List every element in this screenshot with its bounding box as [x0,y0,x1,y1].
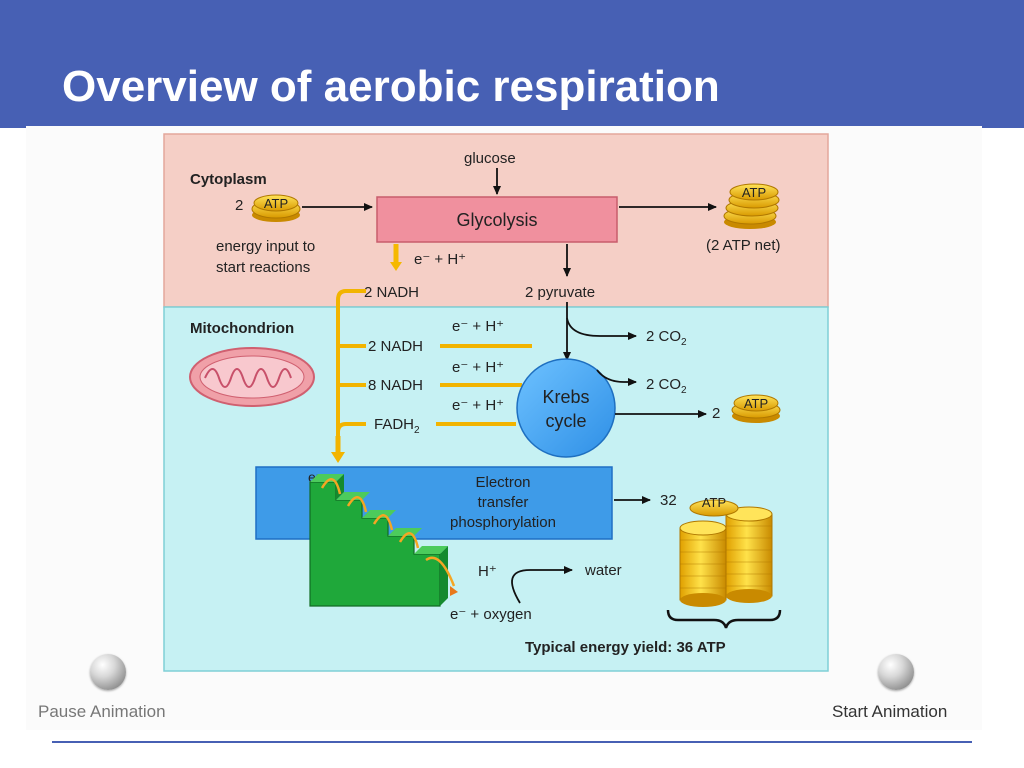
atp-input-count: 2 [235,197,243,214]
glycolysis-label: Glycolysis [456,210,537,230]
co2-label-1: 2 CO2 [646,328,687,348]
krebs-cycle-circle [516,358,616,458]
mitochondrion-icon [189,347,315,407]
mito-nadh-label-2: 8 NADH [368,377,423,394]
pause-animation-label[interactable]: Pause Animation [38,702,166,721]
pause-button-icon[interactable] [90,654,126,690]
krebs-atp-count: 2 [712,405,720,422]
footer-divider [52,741,972,743]
fadh-label: FADH2 [374,416,420,436]
svg-text:ATP: ATP [742,185,766,200]
glucose-label: glucose [464,150,516,167]
start-button-icon[interactable] [878,654,914,690]
krebs-label-2: cycle [545,411,586,431]
yield-brace [666,609,782,629]
energy-yield-label: Typical energy yield: 36 ATP [525,639,726,656]
glycolysis-box [376,196,618,243]
etp-label-2: transfer [478,494,529,511]
etp-label-3: phosphorylation [450,514,556,531]
atp-coin-stack-output: ATP [723,183,780,229]
mitochondrion-label: Mitochondrion [190,320,294,337]
electron-staircase [309,474,458,607]
atp-coin-krebs: ATP [731,394,781,423]
start-animation-button[interactable]: Start Animation [826,654,976,724]
etp-atp-count: 32 [660,492,677,509]
krebs-label-1: Krebs [542,387,589,407]
content-area: Cytoplasm Mitochondrion glucose Glycolys… [26,126,982,730]
respiration-diagram: Cytoplasm Mitochondrion glucose Glycolys… [163,133,829,672]
cytoplasm-label: Cytoplasm [190,171,267,188]
energy-input-note-2: start reactions [216,259,310,276]
atp-coin-stacks-etp: ATP [679,495,773,607]
oxygen-label: e⁻ + oxygen [450,606,532,623]
svg-text:ATP: ATP [264,196,288,211]
carrier-label-glycolysis: e⁻ + H⁺ [414,251,466,268]
title-bar [0,0,1024,128]
pyruvate-label: 2 pyruvate [525,284,595,301]
start-animation-label[interactable]: Start Animation [832,702,948,721]
atp-coin-input: ATP [251,194,301,222]
slide-title: Overview of aerobic respiration [62,62,720,111]
co2-label-2: 2 CO2 [646,376,687,396]
cyto-nadh-label: 2 NADH [364,284,419,301]
energy-input-note-1: energy input to [216,238,315,255]
electron-carrier-lines [336,289,532,440]
etp-label-1: Electron [475,474,530,491]
carrier-label-1: e⁻ + H⁺ [452,318,504,335]
mito-nadh-label-1: 2 NADH [368,338,423,355]
atp-net-note: (2 ATP net) [706,237,780,254]
water-label: water [584,562,622,579]
proton-label: H⁺ [478,563,497,580]
svg-text:ATP: ATP [702,495,726,510]
carrier-label-3: e⁻ + H⁺ [452,397,504,414]
svg-text:ATP: ATP [744,396,768,411]
pause-animation-button[interactable]: Pause Animation [38,654,198,724]
carrier-label-2: e⁻ + H⁺ [452,359,504,376]
